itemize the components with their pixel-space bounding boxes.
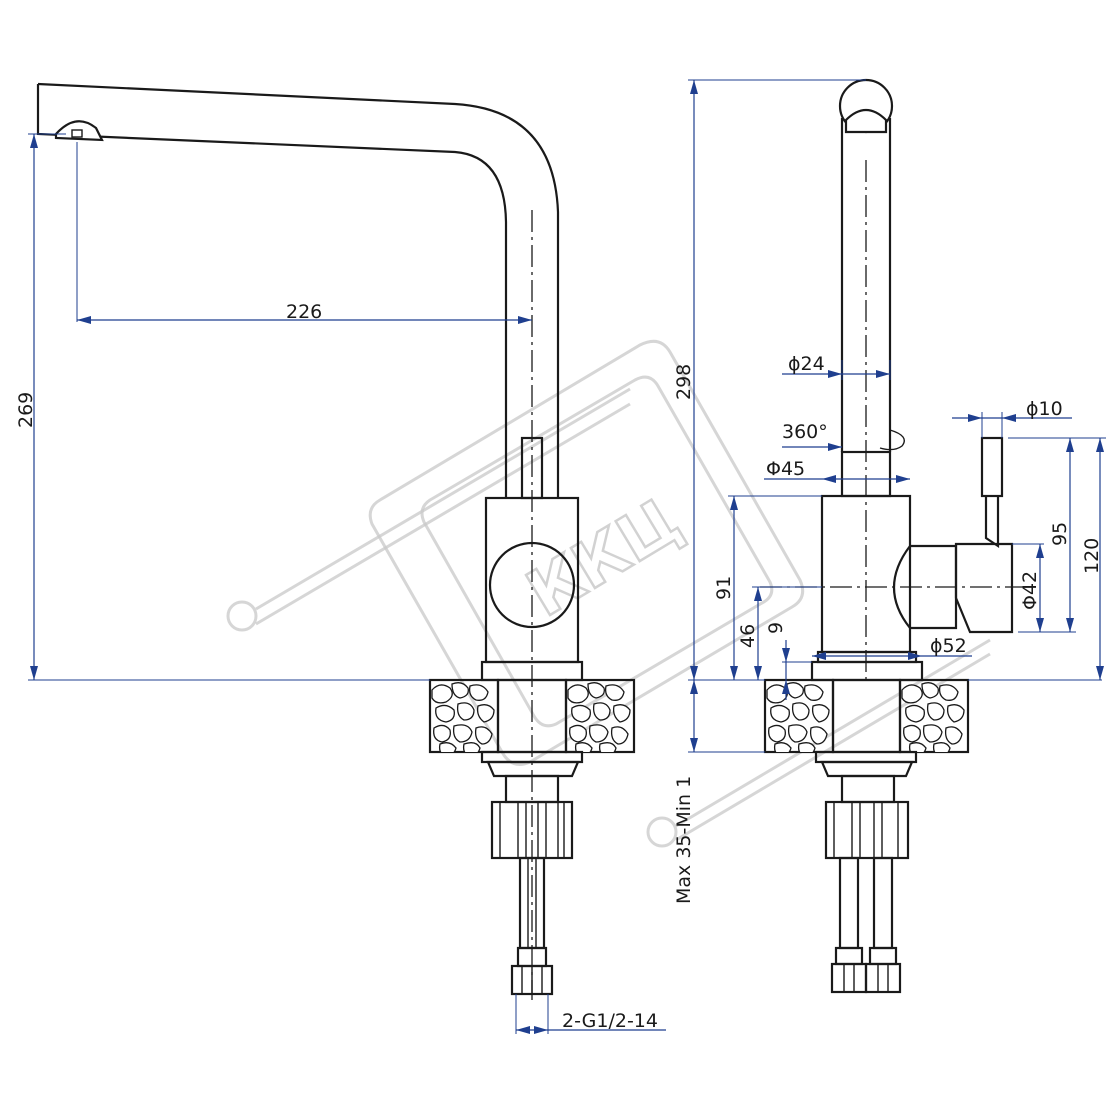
dim-height-46: 46	[737, 624, 759, 648]
faucet-side-view	[36, 82, 636, 1000]
dim-height-left: 269	[15, 392, 37, 428]
dim-lever-height-120: 120	[1081, 538, 1103, 574]
dim-knob-diameter: Φ42	[1019, 571, 1041, 610]
watermark-text: ККЦ	[515, 484, 694, 632]
dim-height-91: 91	[713, 576, 735, 600]
dimension-labels: 226 269 298 ϕ24 360° Φ45 ϕ10 91 46 9 ϕ52…	[15, 301, 1103, 1032]
dim-height-total: 298	[673, 364, 695, 400]
dim-lever-height-95: 95	[1049, 522, 1071, 546]
dim-countertop-thickness: Max 35-Min 1	[673, 776, 695, 904]
faucet-front-view	[760, 78, 1030, 994]
dim-body-diameter: Φ45	[766, 458, 805, 480]
countertop-hatch-left	[431, 682, 495, 752]
dim-height-9: 9	[765, 622, 787, 634]
countertop-hatch-front-right	[901, 682, 965, 752]
dim-spout-diameter: ϕ24	[788, 353, 825, 375]
countertop-hatch-right	[567, 682, 631, 752]
dimension-lines	[28, 79, 1106, 1034]
dim-rotation: 360°	[782, 421, 828, 443]
dim-base-diameter: ϕ52	[930, 635, 967, 657]
dim-lever-diameter: ϕ10	[1026, 398, 1063, 420]
dim-spout-reach: 226	[286, 301, 322, 323]
countertop-hatch-front-left	[766, 682, 830, 752]
dim-connection-thread: 2-G1/2-14	[562, 1010, 658, 1032]
watermark: ККЦ	[226, 339, 991, 848]
